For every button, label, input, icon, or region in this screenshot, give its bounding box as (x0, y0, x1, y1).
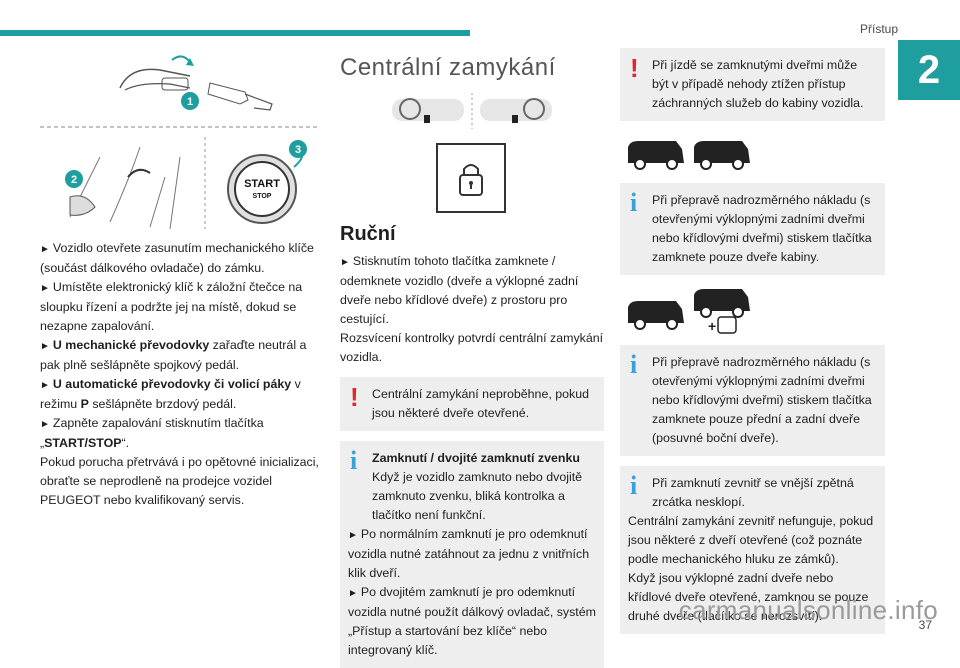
warning-icon: ! (350, 382, 359, 412)
step-1: ►Vozidlo otevřete zasunutím mechanického… (40, 241, 314, 275)
figure-vans-cabin (620, 135, 885, 173)
figure-cabin-location (340, 93, 604, 143)
warning-icon: ! (630, 53, 639, 83)
manual-lock-text: ►Stisknutím tohoto tlačítka zamknete / o… (340, 254, 579, 326)
page-number: 37 (918, 618, 932, 632)
column-middle: Centrální zamykání Ruční ►Stisknutím toh… (340, 48, 604, 668)
info-cabin-lock: i Při přepravě nadrozměrného nákladu (s … (620, 183, 885, 275)
section-title: Přístup (859, 22, 898, 36)
warning-rescue-access: ! Při jízdě se zamknutými dveřmi může bý… (620, 48, 885, 121)
watermark: carmanualsonline.info (678, 595, 938, 625)
svg-text:+: + (708, 318, 716, 334)
info-icon: i (350, 446, 358, 475)
fallback-note: Pokud porucha přetrvává i po opětovné in… (40, 455, 319, 507)
figure-vans-sliding: + (620, 287, 885, 335)
step-3: ►U mechanické převodovky zařaďte neutrál… (40, 338, 307, 372)
subsection-heading: Ruční (340, 223, 396, 245)
column-left: 1 2 START STOP 3 ►Vozidlo otevřete zasun… (40, 48, 320, 510)
info-external-lock: i Zamknutí / dvojité zamknutí zvenku Kdy… (340, 441, 604, 668)
figure-backup-reader: 2 START STOP 3 (40, 137, 320, 229)
info-icon: i (630, 471, 638, 500)
step-5: ►Zapněte zapalování stisknutím tlačítka … (40, 416, 264, 450)
section-heading: Centrální zamykání (340, 54, 556, 81)
step-4: ►U automatické převodovky či volicí páky… (40, 377, 301, 411)
figure-mechanical-key: 1 (40, 48, 320, 118)
info-mirrors-and-doors: i Při zamknutí zevnitř se vnější zpětná … (620, 466, 885, 634)
chapter-number: 2 (898, 40, 960, 100)
figure-badge-3: 3 (295, 144, 301, 156)
header-accent-bar (0, 30, 470, 36)
stop-button-label: STOP (253, 193, 272, 200)
column-right: ! Při jízdě se zamknutými dveřmi může bý… (620, 48, 885, 634)
divider (40, 126, 320, 128)
info-icon: i (630, 350, 638, 379)
figure-badge-1: 1 (187, 96, 193, 108)
warning-doors-open: ! Centrální zamykání neproběhne, pokud j… (340, 377, 604, 431)
lock-button-icon[interactable] (436, 143, 506, 213)
start-button-label: START (244, 178, 280, 190)
info-sliding-doors-lock: i Při přepravě nadrozměrného nákladu (s … (620, 345, 885, 456)
instructions: ►Vozidlo otevřete zasunutím mechanického… (40, 239, 320, 510)
step-2: ►Umístěte elektronický klíč k záložní čt… (40, 280, 303, 333)
info-icon: i (630, 188, 638, 217)
lock-confirmation-text: Rozsvícení kontrolky potvrdí centrální z… (340, 331, 604, 364)
figure-badge-2: 2 (71, 174, 77, 186)
